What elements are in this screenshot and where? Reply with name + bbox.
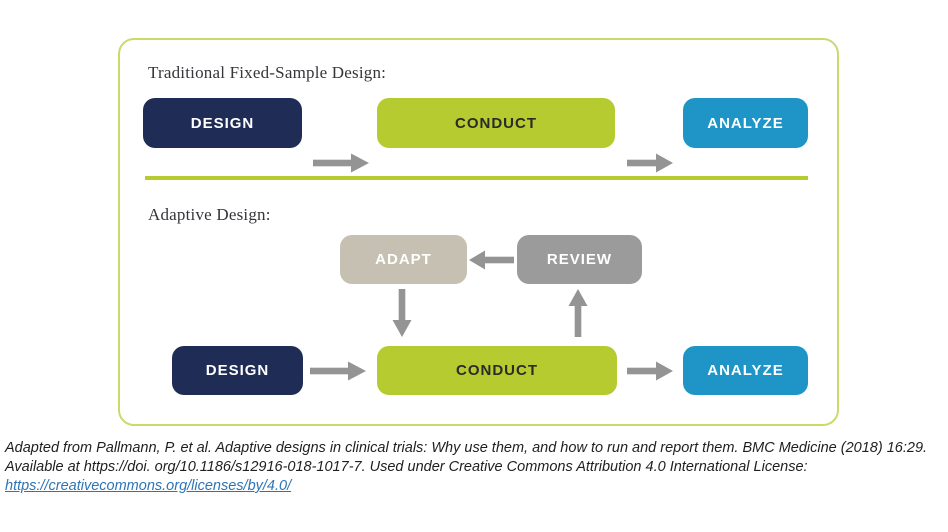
arrow-right-icon: [627, 361, 673, 381]
adaptive-analyze-box: ANALYZE: [683, 346, 808, 395]
traditional-analyze-box: ANALYZE: [683, 98, 808, 148]
citation-line-2: Available at https://doi. org/10.1186/s1…: [5, 459, 808, 475]
arrow-left-icon: [469, 250, 514, 270]
citation-line-1: Adapted from Pallmann, P. et al. Adaptiv…: [5, 440, 928, 456]
adaptive-design-box: DESIGN: [172, 346, 303, 395]
section-divider: [145, 176, 808, 180]
arrow-right-icon: [627, 153, 673, 173]
adaptive-design-title: Adaptive Design:: [148, 205, 271, 224]
adaptive-conduct-box: CONDUCT: [377, 346, 617, 395]
traditional-design-title: Traditional Fixed-Sample Design:: [148, 63, 387, 82]
traditional-conduct-box: CONDUCT: [377, 98, 615, 148]
adapt-box: ADAPT: [340, 235, 467, 284]
cc-license-link[interactable]: https://creativecommons.org/licenses/by/…: [5, 478, 292, 494]
traditional-design-box: DESIGN: [143, 98, 302, 148]
arrow-up-icon: [568, 289, 588, 337]
citation-line-3: https://creativecommons.org/licenses/by/…: [5, 477, 945, 496]
arrow-right-icon: [313, 153, 369, 173]
diagram-frame: Traditional Fixed-Sample Design: DESIGN …: [118, 38, 839, 426]
arrow-down-icon: [392, 289, 412, 337]
review-box: REVIEW: [517, 235, 642, 284]
citation-block: Adapted from Pallmann, P. et al. Adaptiv…: [5, 439, 945, 496]
arrow-right-icon: [310, 361, 366, 381]
